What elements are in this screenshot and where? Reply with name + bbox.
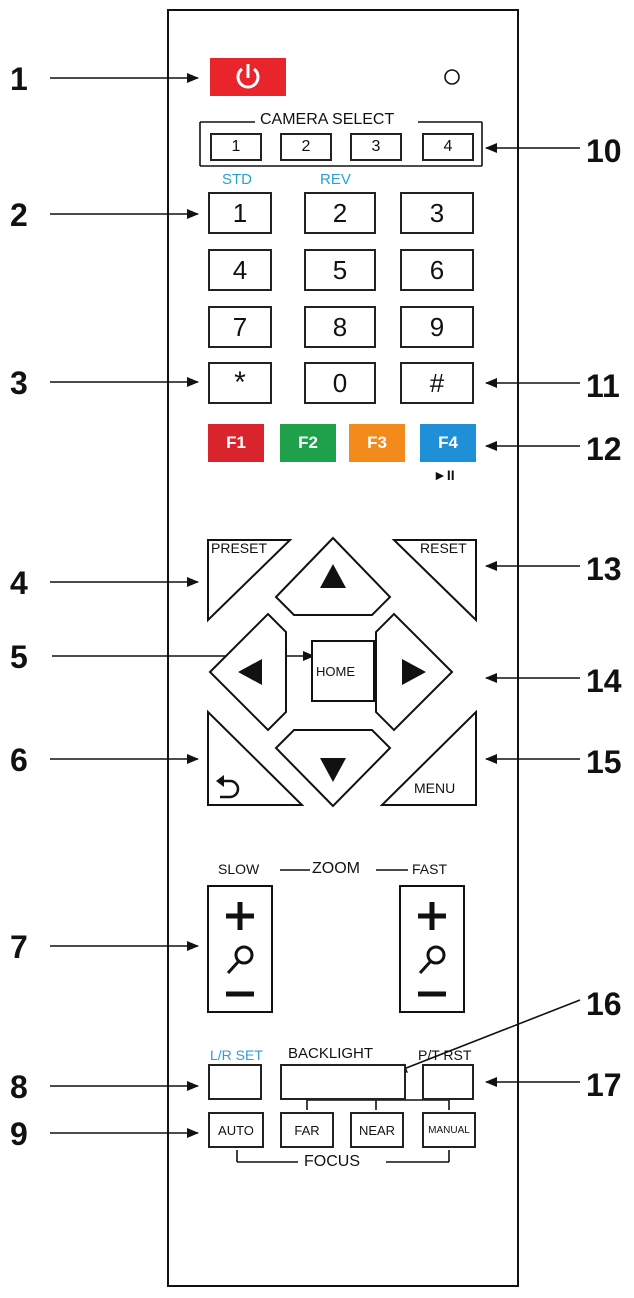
key-2[interactable]: 2	[304, 192, 376, 234]
callout-11: 11	[586, 368, 620, 404]
callout-2: 2	[10, 197, 28, 233]
callout-12: 12	[586, 431, 622, 467]
pt-rst-button[interactable]	[422, 1064, 474, 1100]
home-label[interactable]: HOME	[316, 664, 355, 679]
menu-key-shape	[379, 709, 477, 806]
callout-15: 15	[586, 744, 622, 780]
backlight-label: BACKLIGHT	[288, 1045, 374, 1062]
f4-button[interactable]: F4	[420, 424, 476, 462]
zoom-fast-label: FAST	[412, 861, 448, 877]
callout-4: 4	[10, 565, 28, 601]
play-pause-label: ►II	[433, 467, 455, 483]
key-7[interactable]: 7	[208, 306, 272, 348]
down-arrow-icon	[320, 758, 346, 782]
zoom-label: ZOOM	[312, 860, 360, 877]
camera-button-2[interactable]: 2	[280, 133, 332, 161]
menu-label[interactable]: MENU	[414, 780, 456, 796]
std-label: STD	[222, 171, 252, 188]
rev-label: REV	[320, 171, 351, 188]
callout-14: 14	[586, 663, 622, 699]
power-icon	[236, 64, 260, 89]
callout-6: 6	[10, 742, 28, 778]
reset-key-shape	[391, 539, 477, 623]
callout-7: 7	[10, 929, 28, 965]
f1-button[interactable]: F1	[208, 424, 264, 462]
lr-set-button[interactable]	[208, 1064, 262, 1100]
key-6[interactable]: 6	[400, 249, 474, 291]
preset-label: PRESET	[211, 540, 268, 556]
left-arrow-icon	[238, 659, 262, 685]
pt-rst-label: P/T RST	[418, 1047, 472, 1063]
key-9[interactable]: 9	[400, 306, 474, 348]
callout-3: 3	[10, 365, 28, 401]
key-hash[interactable]: #	[400, 362, 474, 404]
f3-button[interactable]: F3	[349, 424, 405, 462]
f2-button[interactable]: F2	[280, 424, 336, 462]
focus-label: FOCUS	[304, 1153, 360, 1170]
focus-near-button[interactable]: NEAR	[350, 1112, 404, 1148]
key-4[interactable]: 4	[208, 249, 272, 291]
callout-13: 13	[586, 551, 622, 587]
key-5[interactable]: 5	[304, 249, 376, 291]
reset-label: RESET	[420, 540, 467, 556]
camera-button-4[interactable]: 4	[422, 133, 474, 161]
callout-5: 5	[10, 639, 28, 675]
lr-set-label: L/R SET	[210, 1047, 263, 1063]
up-arrow-icon	[320, 564, 346, 588]
camera-button-3[interactable]: 3	[350, 133, 402, 161]
key-star[interactable]: *	[208, 362, 272, 404]
callout-17: 17	[586, 1067, 622, 1103]
camera-button-1[interactable]: 1	[210, 133, 262, 161]
callout-10: 10	[586, 133, 622, 169]
focus-far-button[interactable]: FAR	[280, 1112, 334, 1148]
callout-line-16	[395, 999, 581, 1073]
magnifier-icon	[226, 945, 446, 975]
key-8[interactable]: 8	[304, 306, 376, 348]
key-0[interactable]: 0	[304, 362, 376, 404]
callout-1: 1	[10, 61, 28, 97]
return-icon	[216, 775, 240, 799]
zoom-slow-label: SLOW	[218, 861, 260, 877]
right-arrow-icon	[402, 659, 426, 685]
callout-8: 8	[10, 1069, 28, 1105]
callout-9: 9	[10, 1116, 28, 1152]
key-1[interactable]: 1	[208, 192, 272, 234]
preset-key-shape	[207, 539, 293, 623]
focus-auto-button[interactable]: AUTO	[208, 1112, 264, 1148]
home-key-shape	[311, 640, 375, 702]
indicator-led	[444, 69, 460, 85]
camera-select-label: CAMERA SELECT	[258, 111, 397, 129]
focus-manual-button[interactable]: MANUAL	[422, 1112, 476, 1148]
callout-16: 16	[586, 986, 622, 1022]
backlight-button[interactable]	[280, 1064, 406, 1100]
key-3[interactable]: 3	[400, 192, 474, 234]
